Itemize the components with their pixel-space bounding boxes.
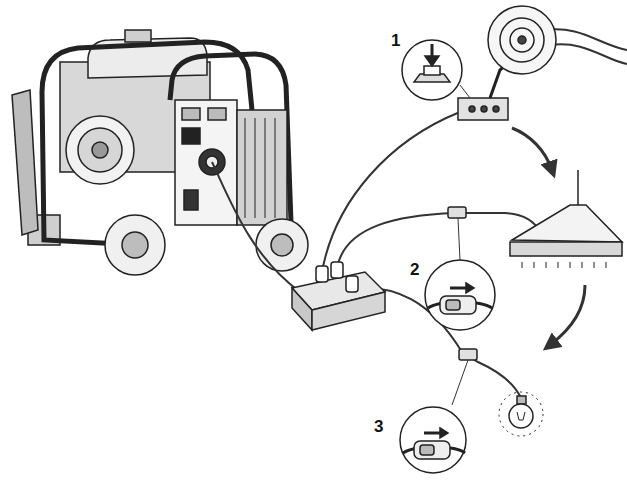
switch-icon [440, 296, 476, 314]
sequence-arrow [512, 128, 585, 345]
generator [184, 190, 198, 210]
generator [122, 232, 148, 258]
generator [78, 128, 122, 172]
detail-circle [400, 407, 466, 473]
generator [92, 142, 108, 158]
generator [182, 108, 200, 120]
leader-line [452, 85, 470, 405]
power-strip [292, 262, 385, 330]
generator [12, 90, 38, 235]
fan [493, 106, 499, 112]
fan [500, 18, 544, 62]
light-bulb [499, 392, 543, 436]
generator [208, 108, 226, 120]
generator [256, 219, 308, 271]
generator [125, 30, 151, 42]
leader-line [458, 218, 460, 260]
generator [245, 118, 275, 218]
power-cord [322, 112, 460, 272]
generator [237, 110, 287, 225]
fan [481, 106, 487, 112]
power-strip [331, 262, 343, 278]
light-bar [512, 205, 622, 242]
power-cord [212, 29, 627, 398]
light-bar [510, 242, 622, 256]
switch-icon [403, 283, 492, 459]
cord-switch [459, 349, 477, 360]
callout-number: 1 [391, 32, 400, 49]
light-bar [510, 170, 622, 268]
cord-switch [448, 207, 466, 218]
button-icon [424, 66, 440, 75]
power-strip [346, 276, 358, 292]
switch-icon [446, 300, 460, 310]
fan [518, 36, 526, 44]
sequence-arrow [550, 285, 585, 345]
sequence-arrow [512, 128, 552, 170]
switch-icon [420, 445, 434, 455]
fan [510, 28, 534, 52]
generator [12, 30, 308, 275]
generator [105, 215, 165, 275]
light-bulb [499, 392, 543, 436]
fan [488, 6, 556, 74]
detail-circle [400, 40, 495, 473]
leader-line [452, 360, 468, 405]
power-strip [292, 288, 312, 330]
power-cord [337, 213, 540, 268]
generator [66, 116, 134, 184]
button-icon [425, 56, 439, 66]
light-bulb [517, 412, 525, 420]
generator [175, 100, 237, 225]
power-strip [312, 292, 385, 330]
fan [458, 6, 556, 120]
generator [182, 128, 200, 144]
power-cord [545, 29, 627, 50]
light-bulb [509, 404, 533, 428]
light-bar [577, 170, 579, 205]
generator [271, 234, 293, 256]
power-cord [550, 44, 627, 64]
leader-line [460, 85, 470, 98]
switch-icon [440, 428, 448, 438]
power-strip [316, 266, 328, 282]
button-icon [414, 44, 450, 82]
switch-icon [466, 283, 474, 293]
callout-number: 3 [374, 418, 383, 435]
light-bar [522, 262, 606, 268]
detail-circle [425, 260, 495, 330]
detail-circle [402, 40, 462, 100]
callout-number: 2 [410, 261, 419, 278]
switch-icon [414, 441, 450, 459]
power-cord [212, 162, 300, 292]
fan [469, 106, 475, 112]
fan [458, 98, 508, 120]
light-bulb [517, 396, 526, 404]
